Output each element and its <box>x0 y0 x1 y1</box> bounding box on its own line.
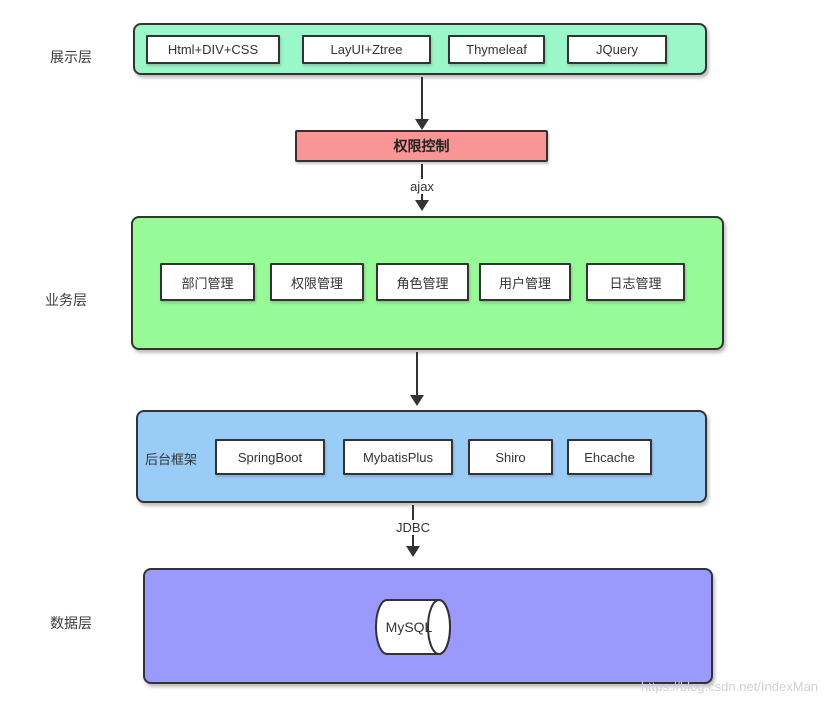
node-permission-mgmt: 权限管理 <box>270 263 364 301</box>
node-user-mgmt: 用户管理 <box>479 263 571 301</box>
jdbc-edge-label: JDBC <box>392 520 434 535</box>
node-springboot: SpringBoot <box>215 439 325 475</box>
node-ehcache: Ehcache <box>567 439 652 475</box>
ajax-edge-label: ajax <box>406 179 438 194</box>
backend-framework-label: 后台框架 <box>145 452 198 467</box>
arrow-head-icon <box>415 200 429 211</box>
node-thymeleaf: Thymeleaf <box>448 35 545 64</box>
node-shiro: Shiro <box>468 439 553 475</box>
watermark-text: https://blog.csdn.net/IndexMan <box>640 679 818 694</box>
node-html-div-css: Html+DIV+CSS <box>146 35 280 64</box>
permission-control-box: 权限控制 <box>295 130 548 162</box>
arrow-line-business-to-backend <box>416 352 418 395</box>
node-role-mgmt: 角色管理 <box>376 263 469 301</box>
arrow-head-icon <box>410 395 424 406</box>
arrow-line-presentation-to-permission <box>421 77 423 119</box>
mysql-database-icon: MySQL <box>375 599 451 655</box>
node-jquery: JQuery <box>567 35 667 64</box>
node-log-mgmt: 日志管理 <box>586 263 685 301</box>
presentation-layer-label: 展示层 <box>50 49 92 65</box>
arrow-head-icon <box>406 546 420 557</box>
arrow-head-icon <box>415 119 429 130</box>
node-layui-ztree: LayUI+Ztree <box>302 35 431 64</box>
business-layer-label: 业务层 <box>45 292 87 308</box>
data-layer-label: 数据层 <box>50 615 92 631</box>
node-mybatisplus: MybatisPlus <box>343 439 453 475</box>
node-department-mgmt: 部门管理 <box>160 263 255 301</box>
mysql-label: MySQL <box>386 619 433 635</box>
